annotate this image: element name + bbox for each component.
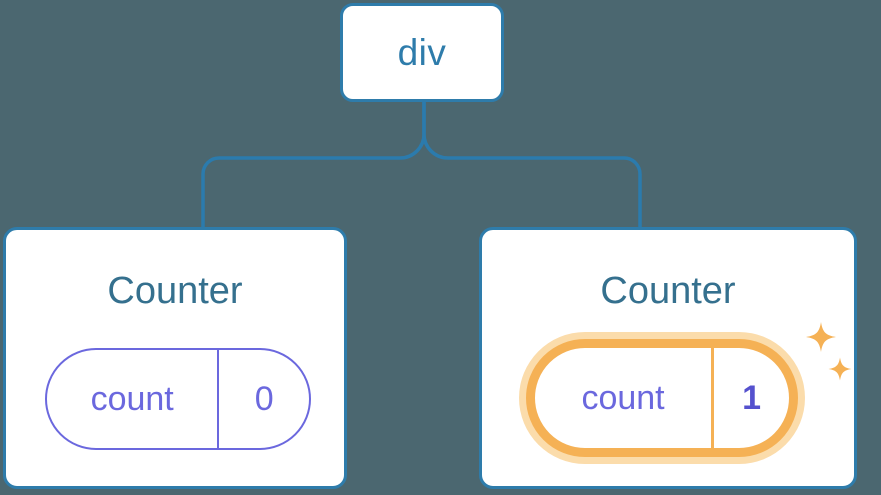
connector-left: [201, 100, 426, 229]
state-key-label: count: [90, 379, 174, 418]
connector-right: [422, 100, 642, 229]
counter-card-left: Counter count 0: [3, 227, 347, 489]
counter-card-right: Counter count 1: [479, 227, 857, 489]
pill-divider: [711, 348, 715, 448]
pill-divider: [217, 350, 220, 448]
root-node-div: div: [340, 3, 504, 102]
component-title: Counter: [600, 270, 736, 312]
state-value: 1: [742, 378, 761, 417]
state-pill: count 0: [45, 348, 311, 450]
root-node-label: div: [397, 31, 447, 73]
state-pill-highlighted: count 1: [526, 339, 798, 457]
state-value: 0: [254, 379, 274, 418]
state-key-label: count: [581, 378, 665, 417]
component-title: Counter: [107, 270, 243, 312]
